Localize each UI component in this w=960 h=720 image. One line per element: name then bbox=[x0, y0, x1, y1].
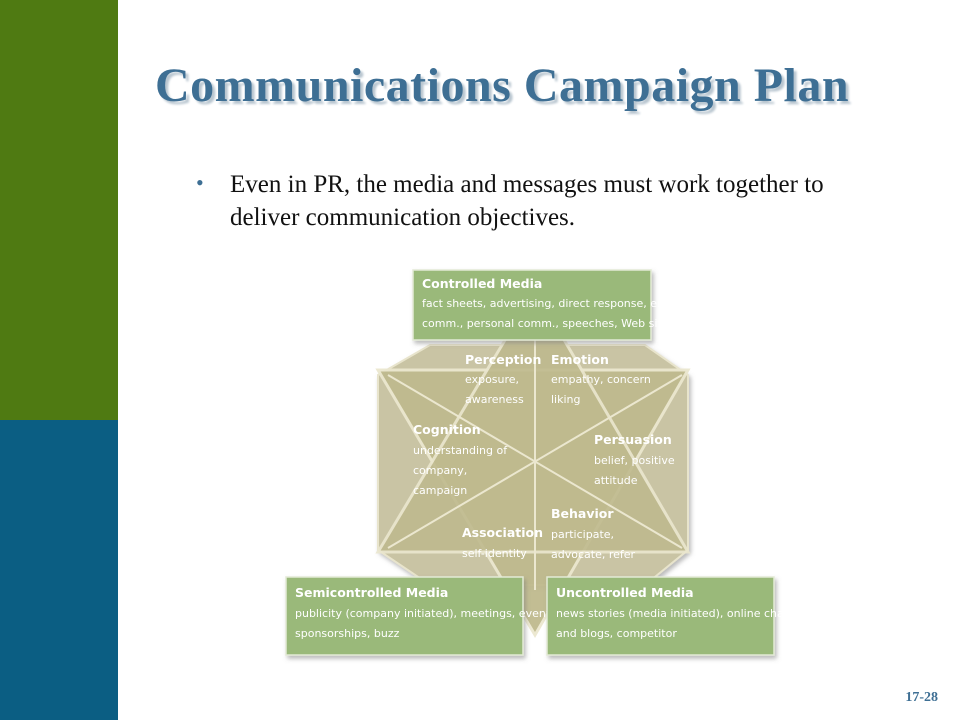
uncontrolled-media-line: and blogs, competitor bbox=[556, 627, 677, 640]
segment-cognition-line: campaign bbox=[413, 484, 467, 497]
uncontrolled-media-line: news stories (media initiated), online c… bbox=[556, 607, 829, 620]
segment-perception-title: Perception bbox=[465, 352, 541, 367]
segment-emotion-title: Emotion bbox=[551, 352, 609, 367]
controlled-media-line: fact sheets, advertising, direct respons… bbox=[422, 297, 705, 310]
segment-emotion-line: liking bbox=[551, 393, 581, 406]
segment-persuasion-line: attitude bbox=[594, 474, 638, 487]
divider-diag-2 bbox=[387, 374, 683, 549]
segment-behavior-line: participate, bbox=[551, 528, 614, 541]
left-accent-bar-blue bbox=[0, 420, 118, 720]
segment-perception-line: exposure, bbox=[465, 373, 519, 386]
semicontrolled-media-box bbox=[285, 576, 524, 656]
segment-association-line: self-identity bbox=[462, 547, 527, 560]
segment-cognition-title: Cognition bbox=[413, 422, 481, 437]
segment-behavior-line: advocate, refer bbox=[551, 548, 636, 561]
segment-behavior-title: Behavior bbox=[551, 506, 614, 521]
bullet-dot-icon: • bbox=[196, 170, 204, 195]
segment-cognition-line: company, bbox=[413, 464, 467, 477]
segment-perception-line: awareness bbox=[465, 393, 524, 406]
segment-persuasion-title: Persuasion bbox=[594, 432, 672, 447]
segment-association-title: Association bbox=[462, 525, 543, 540]
controlled-media-line: comm., personal comm., speeches, Web sit… bbox=[422, 317, 675, 330]
segment-persuasion-line: belief, positive bbox=[594, 454, 675, 467]
uncontrolled-media-box bbox=[546, 576, 775, 656]
segment-emotion-line: empathy, concern bbox=[551, 373, 651, 386]
bullet-text: Even in PR, the media and messages must … bbox=[230, 171, 824, 231]
semicontrolled-media-line: sponsorships, buzz bbox=[295, 627, 400, 640]
slide-number: 17-28 bbox=[905, 690, 938, 705]
controlled-media-box bbox=[412, 269, 652, 341]
left-accent-bar-green bbox=[0, 0, 118, 420]
segment-cognition-line: understanding of bbox=[413, 444, 508, 457]
slide-title: Communications Campaign Plan bbox=[155, 59, 850, 112]
triangle-up bbox=[375, 287, 691, 554]
controlled-media-title: Controlled Media bbox=[422, 276, 542, 291]
semicontrolled-media-title: Semicontrolled Media bbox=[295, 585, 448, 600]
semicontrolled-media-line: publicity (company initiated), meetings,… bbox=[295, 607, 559, 620]
uncontrolled-media-title: Uncontrolled Media bbox=[556, 585, 694, 600]
